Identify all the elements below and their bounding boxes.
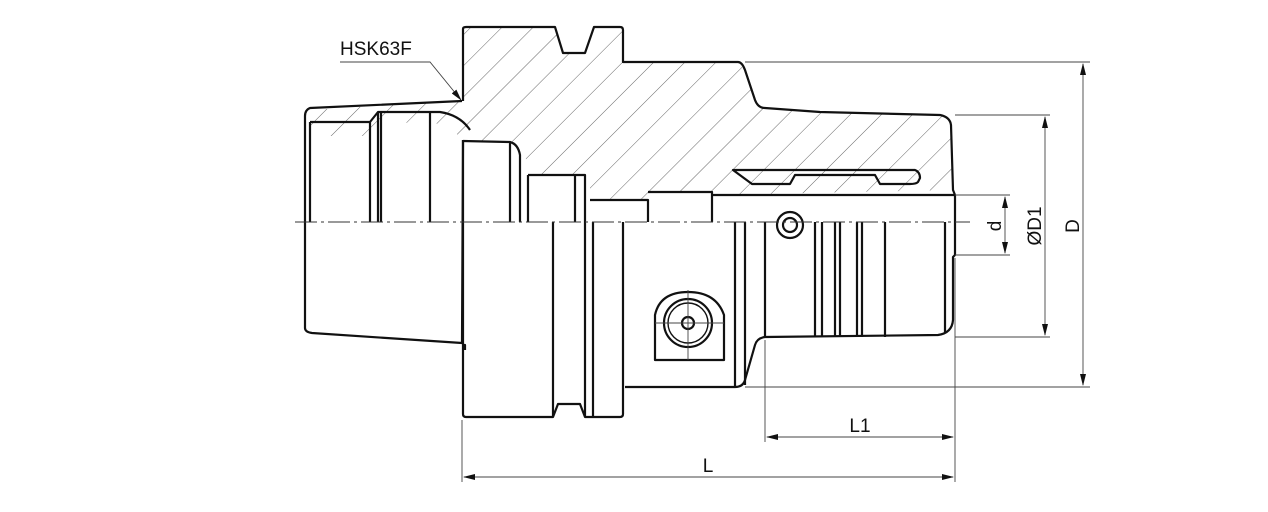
set-screw-icon [775, 210, 805, 240]
dim-label-D: D [1063, 219, 1084, 233]
dim-label-D1: ØD1 [1025, 206, 1046, 245]
hsk-bore [308, 110, 471, 222]
dim-label-L1: L1 [849, 416, 870, 437]
dim-label-L: L [703, 456, 714, 477]
nose-body [733, 222, 947, 387]
coolant-slot [731, 168, 922, 186]
part-label: HSK63F [340, 39, 412, 60]
dim-label-d: d [985, 221, 1006, 232]
dimension-lines [340, 61, 1090, 482]
holder-outline [303, 25, 957, 389]
flange-lower [461, 140, 625, 419]
coupling-section [462, 139, 955, 222]
section-hatching [310, 27, 953, 200]
clamping-screw-icon [653, 290, 726, 362]
